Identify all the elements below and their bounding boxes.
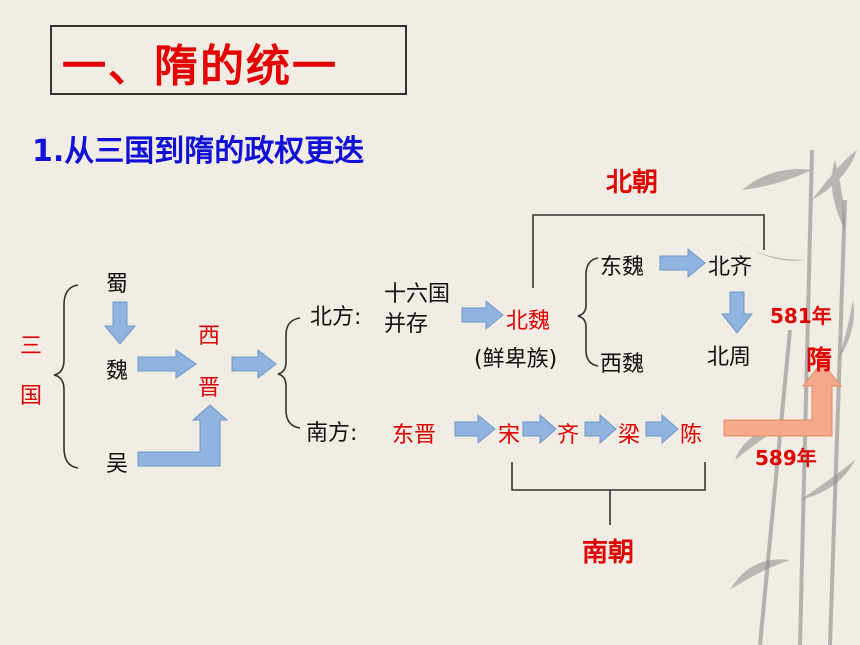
beiqi: 北齐 bbox=[708, 255, 753, 280]
south-label: 南方: bbox=[306, 421, 358, 446]
sui: 隋 bbox=[806, 346, 833, 376]
sixteen-kingdoms-2: 并存 bbox=[384, 312, 429, 337]
qi: 齐 bbox=[557, 423, 580, 448]
song: 宋 bbox=[498, 423, 521, 448]
dongwei: 东魏 bbox=[600, 255, 645, 280]
arrow-wei-xijin bbox=[137, 349, 197, 379]
dongjin: 东晋 bbox=[392, 423, 437, 448]
arrow-dongwei-beiqi bbox=[659, 247, 706, 279]
xiwei: 西魏 bbox=[600, 352, 645, 377]
kingdom-wu: 吴 bbox=[106, 452, 129, 477]
arrow-sixteen-beiwei bbox=[461, 299, 504, 331]
year-581: 581年 bbox=[770, 304, 832, 328]
sanguo-label-1: 三 bbox=[20, 334, 43, 359]
arrow-qi-liang bbox=[584, 413, 617, 445]
arrow-shu-wei bbox=[103, 301, 137, 345]
beizhou: 北周 bbox=[707, 345, 752, 370]
kingdom-wei: 魏 bbox=[106, 359, 129, 384]
beiwei-split-brace bbox=[577, 257, 599, 367]
year-589: 589年 bbox=[755, 446, 817, 470]
north-label: 北方: bbox=[310, 305, 362, 330]
arrow-song-qi bbox=[522, 413, 557, 445]
xianbei: (鲜卑族) bbox=[474, 347, 558, 372]
sixteen-kingdoms-1: 十六国 bbox=[384, 282, 451, 307]
beichao-label: 北朝 bbox=[606, 168, 659, 198]
arrow-xijin-brace bbox=[231, 348, 277, 380]
liang: 梁 bbox=[618, 423, 641, 448]
nanchao-label: 南朝 bbox=[582, 538, 635, 568]
chen: 陈 bbox=[680, 423, 703, 448]
sanguo-brace bbox=[53, 284, 79, 469]
page-title: 一、隋的统一 bbox=[62, 41, 338, 92]
kingdom-shu: 蜀 bbox=[106, 272, 129, 297]
title-box bbox=[50, 25, 407, 95]
north-south-brace bbox=[277, 317, 301, 429]
beichao-bracket bbox=[532, 214, 765, 288]
xijin-label-2: 晋 bbox=[198, 376, 221, 401]
xijin-label-1: 西 bbox=[198, 324, 221, 349]
page-subtitle: 1.从三国到隋的政权更迭 bbox=[32, 134, 365, 169]
arrow-liang-chen bbox=[645, 413, 679, 445]
arrow-dongjin-song bbox=[454, 413, 496, 445]
arrow-beiqi-beizhou bbox=[720, 291, 754, 334]
beiwei: 北魏 bbox=[506, 309, 551, 334]
arrow-wu-xijin bbox=[137, 404, 229, 467]
sanguo-label-2: 国 bbox=[20, 384, 43, 409]
nanchao-bracket bbox=[511, 462, 706, 491]
arrow-chen-sui bbox=[723, 361, 843, 437]
